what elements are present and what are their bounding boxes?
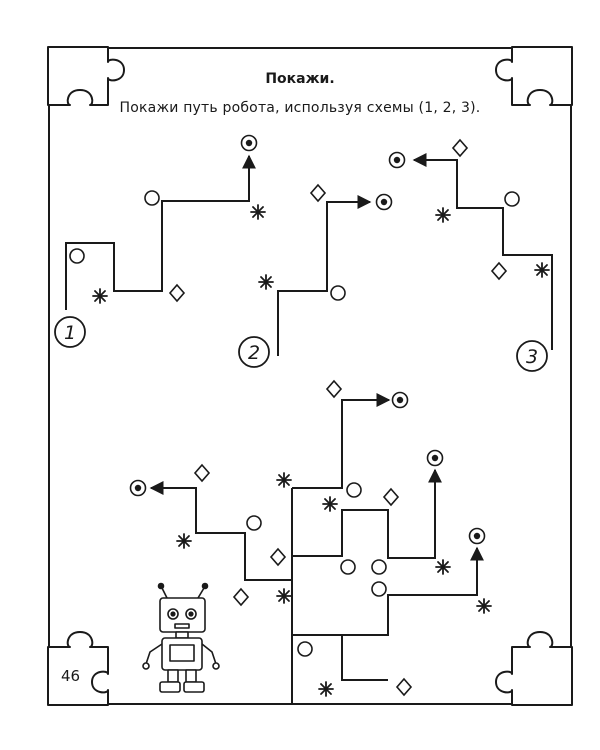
diamond-icon <box>194 464 210 482</box>
diamond-icon <box>310 184 326 202</box>
maze-right-branch <box>292 546 484 636</box>
page-number: 46 <box>61 667 81 685</box>
target-icon <box>426 449 444 467</box>
circle-icon <box>371 581 387 597</box>
circle-icon <box>504 191 520 207</box>
circle-icon <box>144 190 160 206</box>
scheme-3-path <box>412 153 553 350</box>
page-title: Покажи. <box>265 71 335 87</box>
scheme-number-3: 3 <box>516 340 548 372</box>
asterisk-icon <box>476 598 492 614</box>
puzzle-piece-bottom-right <box>495 631 573 706</box>
circle-icon <box>340 559 356 575</box>
asterisk-icon <box>258 274 274 290</box>
asterisk-icon <box>276 588 292 604</box>
puzzle-piece-top-right <box>495 46 573 106</box>
puzzle-piece-bottom-left <box>47 631 109 706</box>
diamond-icon <box>169 284 185 302</box>
diamond-icon <box>491 262 507 280</box>
asterisk-icon <box>318 681 334 697</box>
scheme-number-2: 2 <box>238 336 270 368</box>
svg-text:2: 2 <box>248 342 260 364</box>
svg-text:1: 1 <box>64 322 76 344</box>
asterisk-icon <box>92 288 108 304</box>
maze-bottom-branch <box>292 634 388 681</box>
maze-top-branch <box>292 393 391 489</box>
target-icon <box>129 479 147 497</box>
target-icon <box>388 151 406 169</box>
maze-left-branch <box>149 481 292 581</box>
circle-icon <box>246 515 262 531</box>
asterisk-icon <box>534 262 550 278</box>
scheme-number-1: 1 <box>54 316 86 348</box>
diamond-icon <box>326 380 342 398</box>
diamond-icon <box>396 678 412 696</box>
circle-icon <box>69 248 85 264</box>
instruction-text: Покажи путь робота, используя схемы (1, … <box>119 100 481 116</box>
robot-illustration <box>142 582 220 693</box>
circle-icon <box>346 482 362 498</box>
circle-icon <box>330 285 346 301</box>
asterisk-icon <box>435 207 451 223</box>
scheme-1-path <box>65 154 256 310</box>
target-icon <box>468 527 486 545</box>
diamond-icon <box>270 548 286 566</box>
circle-icon <box>371 559 387 575</box>
target-icon <box>240 134 258 152</box>
target-icon <box>391 391 409 409</box>
asterisk-icon <box>322 496 338 512</box>
page-border <box>48 47 572 705</box>
diamond-icon <box>383 488 399 506</box>
scheme-2-path <box>277 195 372 356</box>
puzzle-piece-top-left <box>47 46 125 106</box>
target-icon <box>375 193 393 211</box>
diamond-icon <box>452 139 468 157</box>
circle-icon <box>297 641 313 657</box>
diamond-icon <box>233 588 249 606</box>
asterisk-icon <box>435 559 451 575</box>
asterisk-icon <box>250 204 266 220</box>
asterisk-icon <box>276 472 292 488</box>
maze-mid-branch <box>292 468 442 559</box>
asterisk-icon <box>176 533 192 549</box>
svg-text:3: 3 <box>526 346 538 368</box>
